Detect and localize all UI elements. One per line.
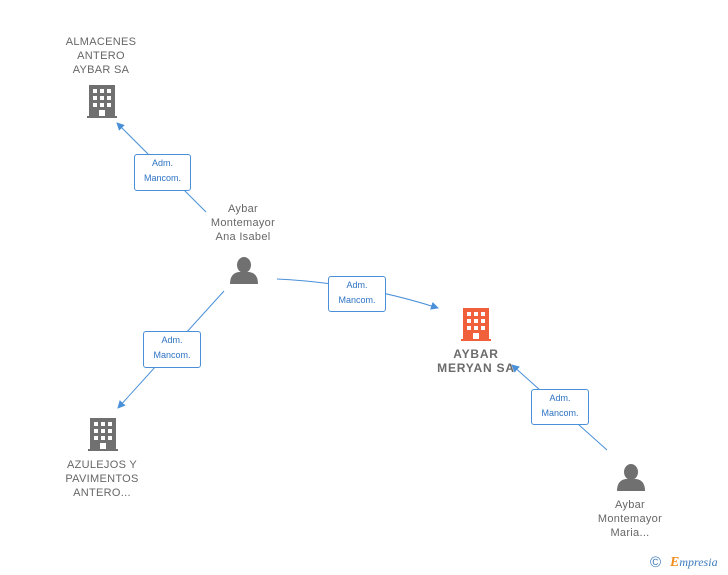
- node-label-line: MERYAN SA: [437, 361, 515, 375]
- node-label-maria[interactable]: Aybar Montemayor Maria...: [578, 498, 682, 540]
- edge-label-ana-aybar-meryan[interactable]: Adm. Mancom.: [328, 276, 386, 312]
- node-label-line: AYBAR SA: [72, 64, 130, 76]
- node-label-line: Montemayor: [210, 217, 276, 229]
- building-icon[interactable]: [87, 85, 117, 118]
- edge-label-line: Mancom.: [153, 350, 191, 360]
- node-label-ana-isabel[interactable]: Aybar Montemayor Ana Isabel: [192, 202, 294, 244]
- node-label-line: ANTERO: [77, 50, 125, 62]
- node-label-line: AYBAR: [453, 347, 499, 361]
- edge-label-line: Adm.: [346, 280, 368, 290]
- node-label-line: AZULEJOS Y: [66, 459, 138, 471]
- node-label-almacenes[interactable]: ALMACENES ANTERO AYBAR SA: [50, 35, 152, 77]
- edge-label-ana-almacenes[interactable]: Adm. Mancom.: [134, 154, 191, 191]
- edge-label-line: Mancom.: [541, 408, 579, 418]
- copyright-icon: ©: [650, 554, 662, 571]
- edge-label-line: Mancom.: [338, 295, 376, 305]
- node-label-azulejos[interactable]: AZULEJOS Y PAVIMENTOS ANTERO...: [50, 458, 154, 500]
- node-label-line: Aybar: [614, 499, 646, 511]
- edge-label-line: Adm.: [161, 335, 183, 345]
- brand-logo: Empresia: [670, 555, 718, 571]
- node-label-line: ALMACENES: [65, 36, 137, 48]
- building-icon[interactable]: [88, 418, 118, 451]
- person-icon[interactable]: [617, 464, 645, 491]
- edge-label-line: Adm.: [151, 158, 173, 168]
- node-label-line: Ana Isabel: [215, 231, 271, 243]
- edge-label-maria-aybar-meryan[interactable]: Adm. Mancom.: [531, 389, 589, 425]
- edge-label-line: Mancom.: [143, 173, 181, 183]
- node-label-line: Aybar: [227, 203, 259, 215]
- brand-initial: E: [670, 555, 680, 570]
- building-icon[interactable]: [461, 308, 491, 341]
- node-label-aybar-meryan[interactable]: AYBAR MERYAN SA: [420, 347, 532, 375]
- node-label-line: Montemayor: [597, 513, 663, 525]
- edge-label-ana-azulejos[interactable]: Adm. Mancom.: [143, 331, 201, 368]
- brand-text: mpresia: [679, 555, 718, 569]
- node-label-line: ANTERO...: [73, 487, 131, 499]
- node-label-line: PAVIMENTOS: [65, 473, 139, 485]
- node-label-line: Maria...: [610, 527, 650, 539]
- edge-label-line: Adm.: [549, 393, 571, 403]
- person-icon[interactable]: [230, 257, 258, 284]
